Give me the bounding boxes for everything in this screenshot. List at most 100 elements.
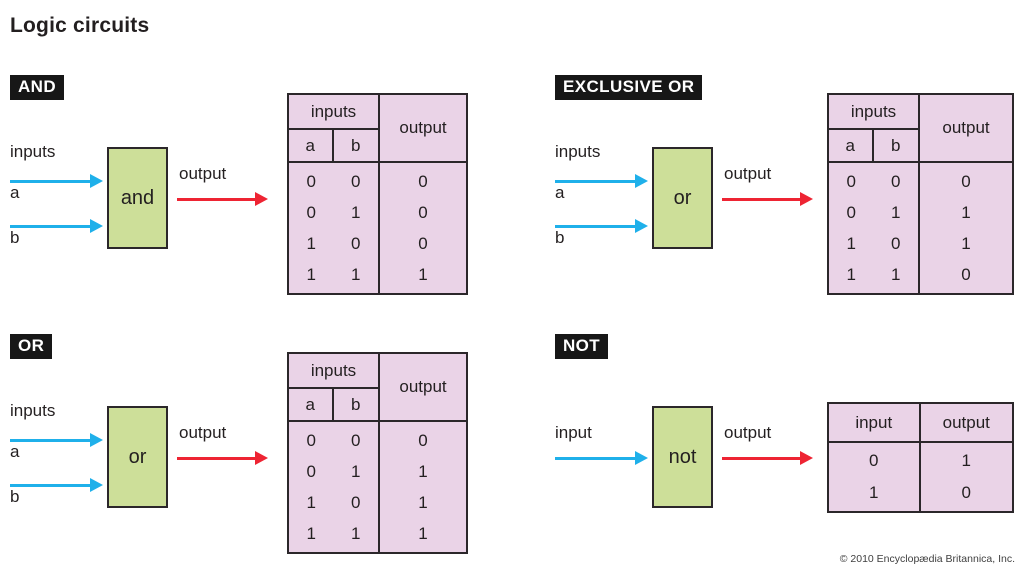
output-header-cell: output [942,412,990,432]
or-gate-box: or [107,406,168,508]
cell-a: 1 [306,264,316,284]
and-output-arrow [177,192,268,206]
not-gate-box: not [652,406,713,508]
col-a-header: a [289,130,334,161]
cell-a: 1 [306,523,316,543]
cell-b: 0 [891,171,901,191]
and-input-b-arrow [10,219,103,233]
arrow-shaft [10,179,90,183]
cell-b: 1 [351,264,361,284]
arrowhead-icon [90,219,103,233]
not-output-label: output [724,423,772,442]
cell-b: 0 [351,430,361,450]
table-header: inputs a b output [289,354,466,422]
cell-b: 1 [351,523,361,543]
not-input-label: input [555,423,592,442]
and-input-b-label: b [10,228,20,247]
cell-a: 0 [306,202,316,222]
cell-output: 0 [418,171,428,191]
col-b-header: b [891,135,901,155]
cell-a: 1 [306,492,316,512]
arrow-shaft [722,456,800,460]
cell-b: 1 [351,461,361,481]
cell-output: 1 [961,451,971,470]
output-column: 0 1 1 0 [920,163,1012,293]
cell-output: 0 [418,202,428,222]
arrowhead-icon [90,174,103,188]
inputs-header-group: inputs a b [289,95,380,161]
arrow-shaft [10,224,90,228]
cell-b: 1 [351,202,361,222]
and-gate-box: and [107,147,168,249]
and-section-badge: AND [10,75,65,101]
cell-b: 0 [891,233,901,253]
copyright-notice: © 2010 Encyclopædia Britannica, Inc. [839,553,1015,565]
cell-a: 0 [306,171,316,191]
cell-output: 1 [961,233,971,253]
cell-b: 1 [891,202,901,222]
input-header-cell: input [829,404,921,441]
xor-input-b-arrow [555,219,648,233]
page-title: Logic circuits [10,14,150,37]
col-b-header: b [351,394,361,414]
and-output-label: output [179,164,227,183]
or-input-b-arrow [10,478,103,492]
arrow-shaft [10,483,90,487]
arrow-shaft [722,197,800,201]
cell-a: 1 [306,233,316,253]
input-column: 0 1 [829,443,921,511]
output-column: 0 1 1 1 [380,422,466,552]
cell-output: 0 [961,264,971,284]
cell-a: 1 [846,233,856,253]
or-input-b-label: b [10,487,20,506]
arrow-shaft [177,197,255,201]
or-inputs-label: inputs [10,401,56,420]
output-header-cell: output [399,377,447,396]
cell-a: 0 [846,171,856,191]
cell-output: 1 [961,202,971,222]
table-body: 0 1 1 0 [829,443,1012,511]
xor-output-label: output [724,164,772,183]
or-input-a-arrow [10,433,103,447]
ab-header-row: a b [289,389,378,420]
not-output-arrow [722,451,813,465]
inputs-header-cell: inputs [289,354,378,389]
cell-output: 1 [418,523,428,543]
cell-a: 0 [846,202,856,222]
inputs-header-cell: inputs [829,95,918,130]
arrow-shaft [555,456,635,460]
xor-output-arrow [722,192,813,206]
inputs-header-cell: inputs [289,95,378,130]
arrow-shaft [555,224,635,228]
arrowhead-icon [635,174,648,188]
cell-a: 0 [306,461,316,481]
and-input-a-label: a [10,183,20,202]
cell-output: 0 [418,233,428,253]
inputs-header-group: inputs a b [289,354,380,420]
and-inputs-label: inputs [10,142,56,161]
ab-header-row: a b [289,130,378,161]
arrowhead-icon [800,192,813,206]
not-section-badge: NOT [555,334,609,360]
cell-b: 0 [351,171,361,191]
or-output-label: output [179,423,227,442]
xor-section-badge: EXCLUSIVE OR [555,75,703,101]
output-header-cell: output [942,118,990,137]
cell-input: 1 [869,483,879,502]
xor-input-b-label: b [555,228,565,247]
or-section-badge: OR [10,334,53,360]
arrowhead-icon [635,219,648,233]
arrowhead-icon [635,451,648,465]
